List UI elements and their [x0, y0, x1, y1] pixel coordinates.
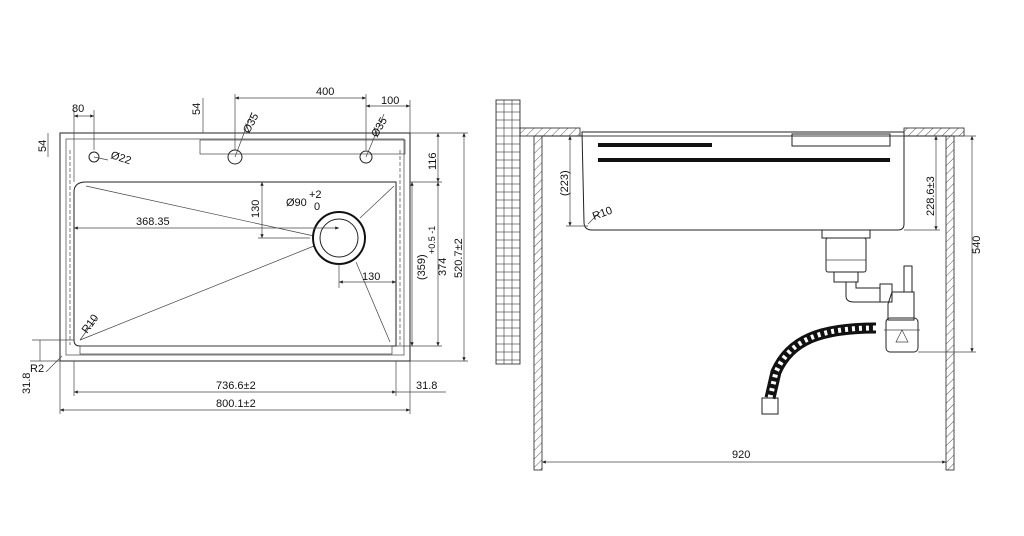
dim-223-label: (223) — [559, 170, 571, 196]
dim-31-8-left-label: 31.8 — [21, 373, 33, 394]
sink-bowl — [73, 181, 397, 347]
sink-rail-1 — [598, 143, 712, 147]
overflow-pipe — [903, 265, 913, 293]
overflow-connector — [879, 283, 893, 303]
drain-inner — [319, 218, 359, 258]
dim-31-8-right-label: 31.8 — [416, 380, 437, 392]
strainer-nut — [833, 271, 859, 283]
plan-view: 80 54 54 400 100 Ø35 Ø35 Ø22 116 130 Ø90… — [21, 86, 468, 414]
sink-top-insert — [791, 133, 891, 147]
bottom-drain-strip — [79, 345, 393, 355]
dim-540-label: 540 — [971, 236, 983, 254]
dim-116-label: 116 — [427, 152, 439, 170]
strainer-flange — [821, 229, 871, 239]
dim-520-label: 520.7±2 — [453, 238, 465, 278]
dim-100-label: 100 — [381, 95, 399, 107]
hose-end-fitting — [761, 397, 779, 415]
dim-dia35-b-label: Ø35 — [369, 115, 390, 139]
dim-54-left-label: 54 — [37, 140, 49, 152]
dim-920-label: 920 — [732, 449, 750, 461]
dim-400-label: 400 — [316, 86, 334, 98]
cabinet-right-wall — [945, 135, 955, 471]
dim-800-label: 800.1±2 — [216, 398, 256, 410]
strainer-body — [825, 237, 867, 273]
countertop-right — [903, 127, 965, 137]
dim-374-tol-label: +0.5 -1 — [427, 226, 437, 254]
dim-80-label: 80 — [72, 103, 84, 115]
cabinet-left-wall — [533, 135, 543, 471]
dim-r10-section-label: R10 — [591, 205, 614, 223]
dim-374-label: 374 — [437, 258, 449, 276]
section-view: (223) R10 228.6±3 540 920 — [495, 99, 983, 471]
trap-body — [885, 317, 919, 353]
dim-228-label: 228.6±3 — [925, 176, 937, 216]
drain-outer — [312, 211, 366, 265]
dim-130-horizontal-label: 130 — [362, 271, 380, 283]
dim-54-top-label: 54 — [191, 103, 203, 115]
dim-130-vertical-label: 130 — [250, 200, 262, 218]
tiled-wall — [495, 99, 521, 365]
dim-dia90-tol-zero: 0 — [314, 201, 320, 213]
dim-r10-plan-label: R10 — [80, 312, 102, 335]
waste-elbow — [845, 281, 881, 303]
dim-368-label: 368.35 — [136, 216, 170, 228]
sink-rail-2 — [598, 158, 890, 162]
dim-dia90-label: Ø90 — [286, 197, 307, 209]
tap-hole-35b-icon — [359, 150, 373, 164]
sink-inner-rim — [65, 138, 405, 356]
dim-359-label: (359) — [416, 254, 428, 280]
corrugated-hose — [764, 322, 877, 400]
countertop-left — [519, 127, 581, 137]
dim-dia90-tol-plus: +2 — [309, 189, 322, 201]
sink-section-body — [581, 131, 905, 231]
dim-736-label: 736.6±2 — [216, 380, 256, 392]
tap-hole-22-icon — [88, 151, 100, 163]
dim-dia22-label: Ø22 — [109, 149, 132, 167]
top-ledge — [199, 139, 406, 155]
p-trap — [887, 291, 915, 321]
dim-r2-label: R2 — [30, 363, 44, 375]
dim-dia35-a-label: Ø35 — [241, 111, 261, 135]
